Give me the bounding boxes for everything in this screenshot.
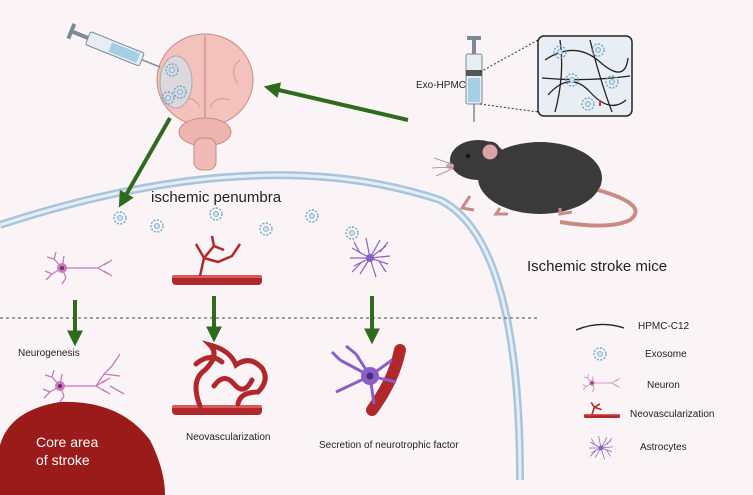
mouse-illustration xyxy=(431,140,638,228)
legend-label-hpmc: HPMC-C12 xyxy=(638,321,690,332)
exosome-3 xyxy=(209,207,223,221)
core-label-line2: of stroke xyxy=(36,452,90,468)
astrocyte-before xyxy=(349,237,391,278)
neovascularization-label: Neovascularization xyxy=(186,432,271,443)
vessel-after xyxy=(172,340,268,415)
mice-label: Ischemic stroke mice xyxy=(527,258,668,275)
exosome-1 xyxy=(113,211,127,225)
core-area xyxy=(0,401,165,495)
legend-label-neuron: Neuron xyxy=(647,380,680,391)
vessel-before xyxy=(172,235,262,285)
vessel-icon xyxy=(584,401,620,418)
exosome-6 xyxy=(345,226,359,240)
exosome-2 xyxy=(150,219,164,233)
neurogenesis-label: Neurogenesis xyxy=(18,348,80,359)
legend-label-astrocytes: Astrocytes xyxy=(640,442,687,453)
astrocyte-after xyxy=(330,344,406,416)
arrow-brain-to-penumbra xyxy=(118,117,172,208)
exosome-5 xyxy=(305,209,319,223)
exosome-4 xyxy=(259,222,273,236)
neuron-icon xyxy=(582,373,620,393)
core-label-line1: Core area xyxy=(36,434,99,450)
neuron-after xyxy=(42,353,125,403)
hpmc-fiber-icon xyxy=(575,323,625,331)
arrow-mouse-to-brain xyxy=(263,82,409,122)
brain-illustration xyxy=(156,33,254,171)
penumbra-label: ischemic penumbra xyxy=(151,189,282,206)
exosome-icon xyxy=(593,347,607,361)
legend-label-vessel: Neovascularization xyxy=(630,409,715,420)
secretion-label: Secretion of neurotrophic factor xyxy=(319,440,459,451)
syringe-left xyxy=(66,23,161,68)
astrocyte-icon xyxy=(588,435,614,460)
exo-hpmc-label: Exo-HPMC xyxy=(416,80,467,91)
hpmc-network-inset xyxy=(537,35,633,117)
legend-label-exosome: Exosome xyxy=(645,349,687,360)
neuron-before xyxy=(44,251,113,285)
syringe-right xyxy=(465,36,483,122)
